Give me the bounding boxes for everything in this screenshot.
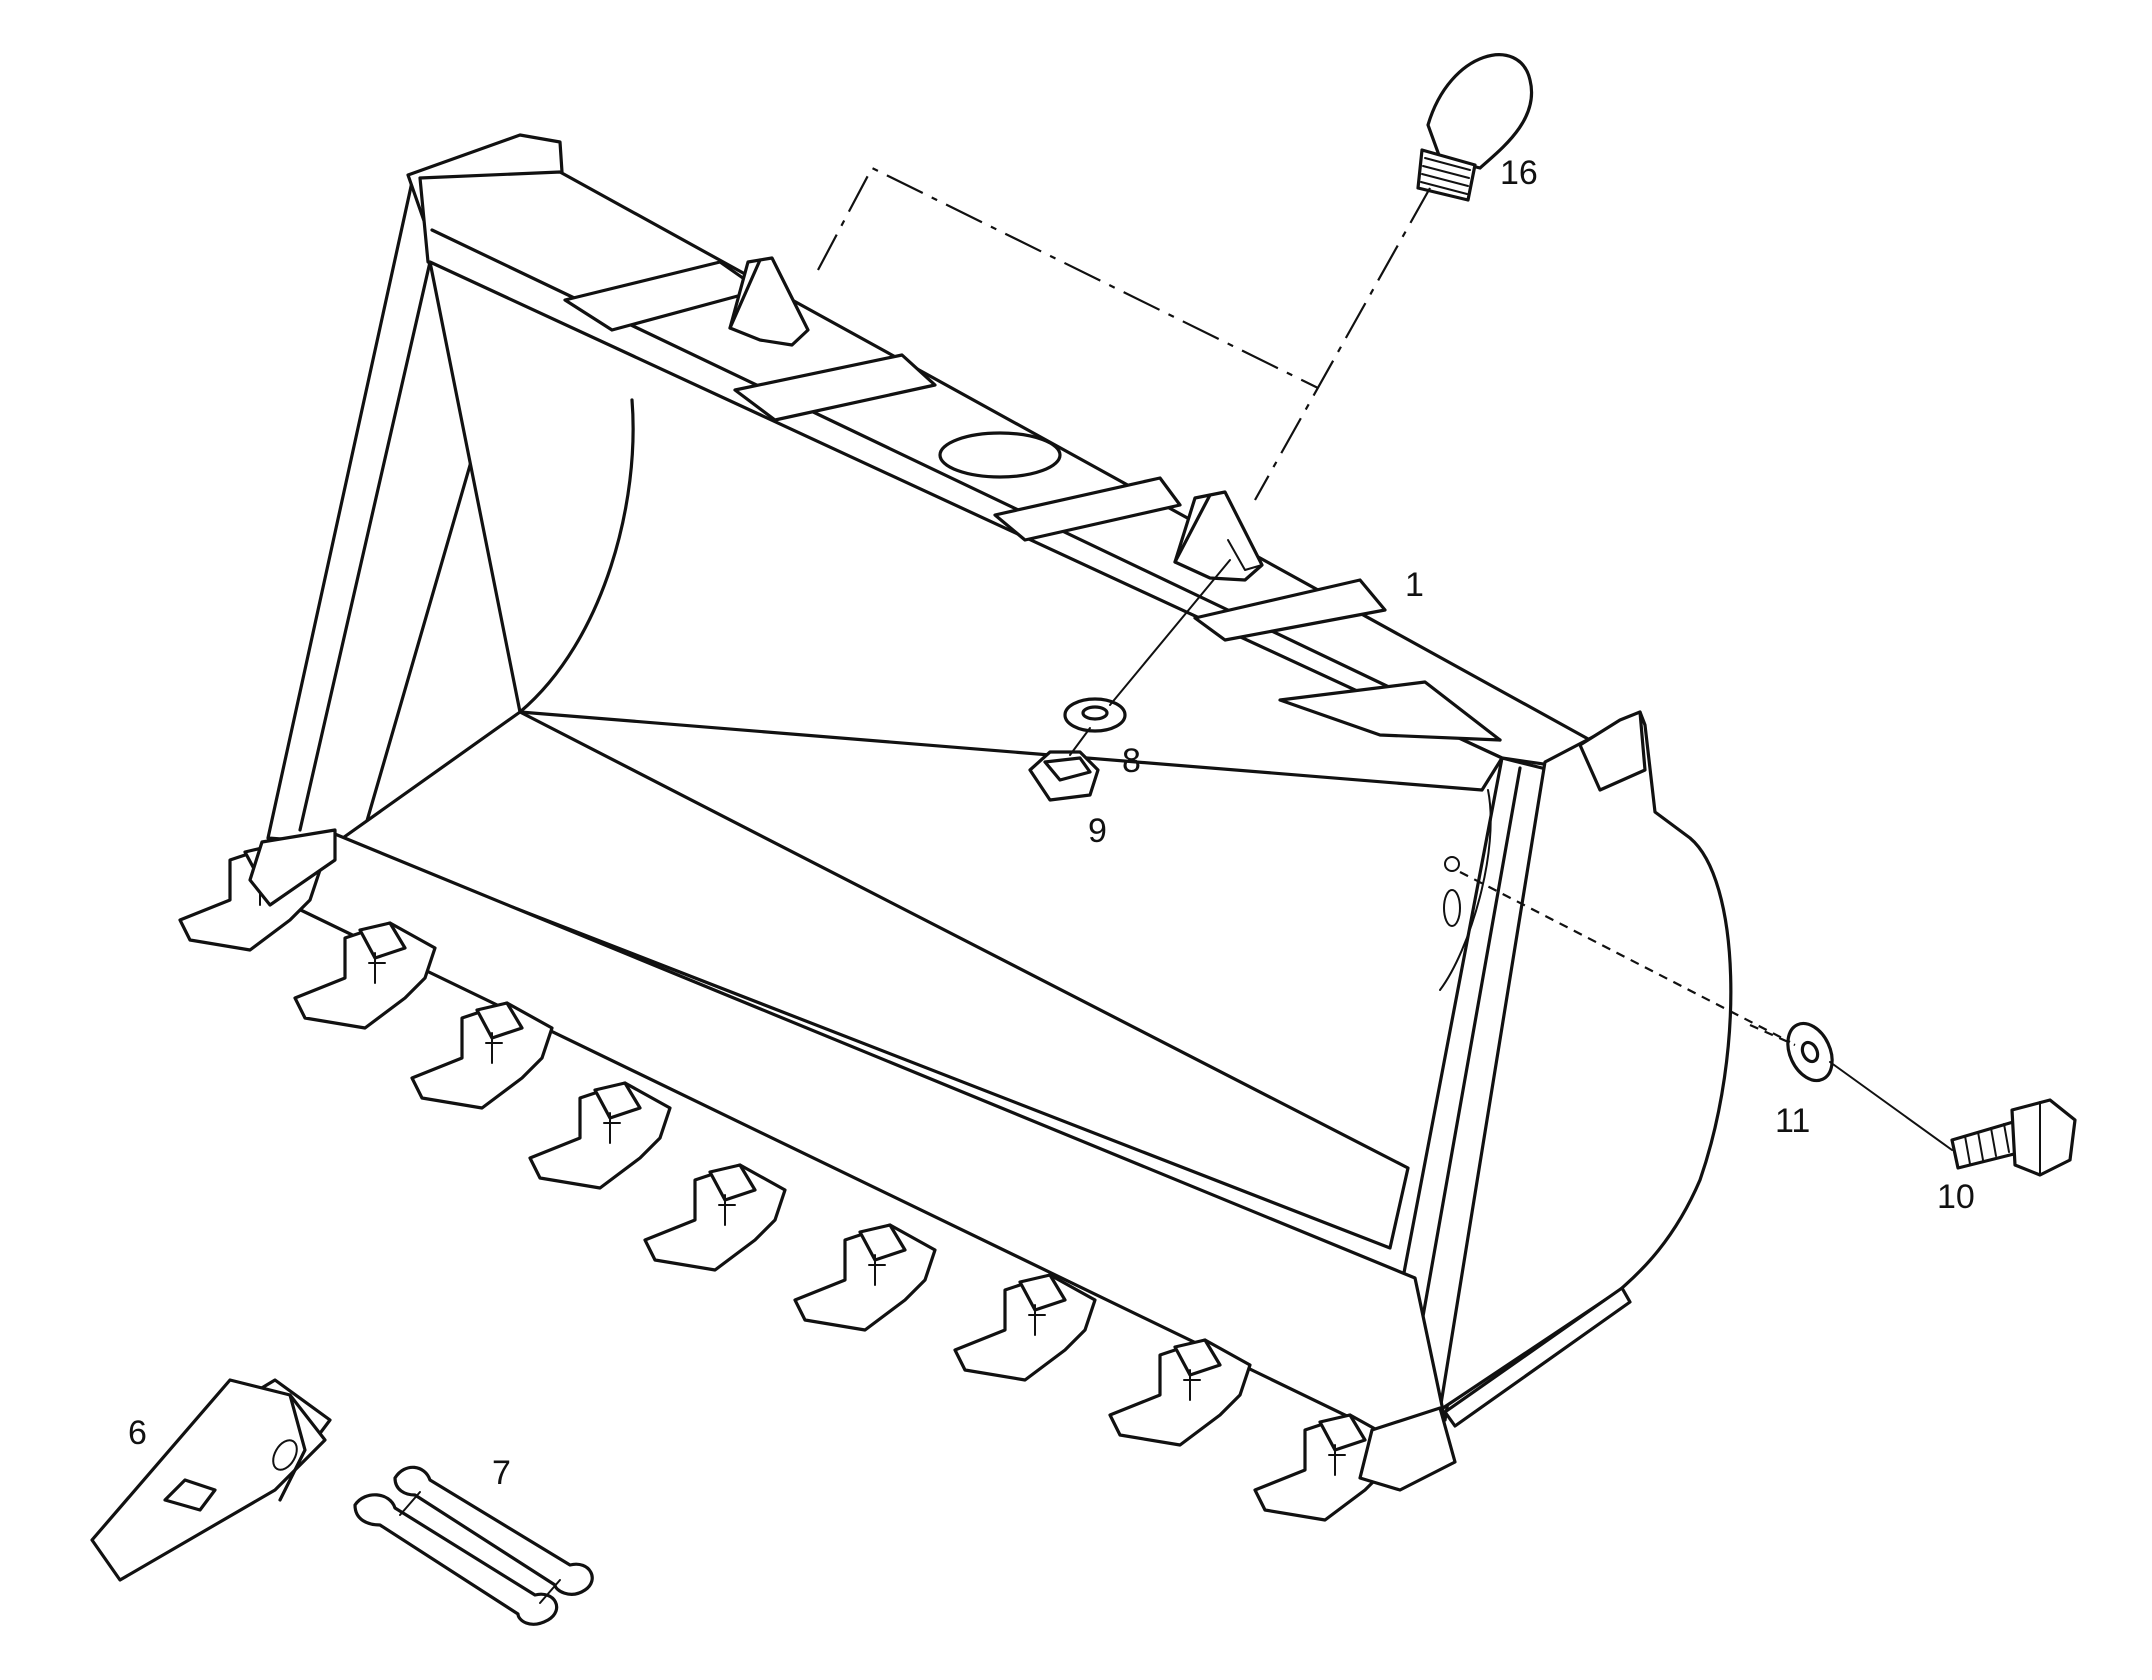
callout-1: 1 [1405, 566, 1424, 604]
top-ribs [563, 260, 1502, 742]
callout-11: 11 [1775, 1102, 1810, 1140]
leader-lines [817, 166, 1953, 1151]
callout-6: 6 [128, 1414, 147, 1452]
part-16-cap [1416, 53, 1534, 202]
tooth-5 [643, 1163, 787, 1272]
callout-9: 9 [1088, 812, 1107, 850]
tooth-2 [293, 921, 437, 1030]
part-6-tooth [90, 1378, 332, 1582]
callout-8: 8 [1122, 742, 1141, 780]
bucket-right-outer-shell [1438, 710, 1733, 1412]
tooth-3 [410, 1001, 554, 1110]
corner-protector-right [1358, 1406, 1457, 1492]
callout-16: 16 [1500, 154, 1538, 192]
tooth-8 [1108, 1338, 1252, 1447]
part-8-washer [1063, 697, 1127, 733]
tooth-9 [1253, 1413, 1397, 1522]
bucket-body [248, 133, 1733, 1434]
tooth-4 [528, 1081, 672, 1190]
bucket-right-ear [1578, 710, 1647, 792]
tooth-6 [793, 1223, 937, 1332]
part-11-washer [1786, 1021, 1834, 1083]
corner-protector-left [248, 828, 337, 907]
tooth-7 [953, 1273, 1097, 1382]
part-7-pin [353, 1465, 594, 1626]
callouts: 16 1 8 9 11 10 6 7 [128, 154, 1975, 1492]
bucket-right-skid [1443, 1286, 1632, 1428]
lifting-lug-left [728, 256, 810, 347]
bucket-back-wall [428, 260, 1504, 792]
callout-7: 7 [492, 1454, 511, 1492]
part-10-hex-bolt [1950, 1098, 2077, 1177]
callout-10: 10 [1937, 1178, 1975, 1216]
part-9-hex-nut [1028, 750, 1100, 802]
lifting-lug-right [1173, 490, 1264, 582]
bucket-teeth [178, 828, 1457, 1522]
